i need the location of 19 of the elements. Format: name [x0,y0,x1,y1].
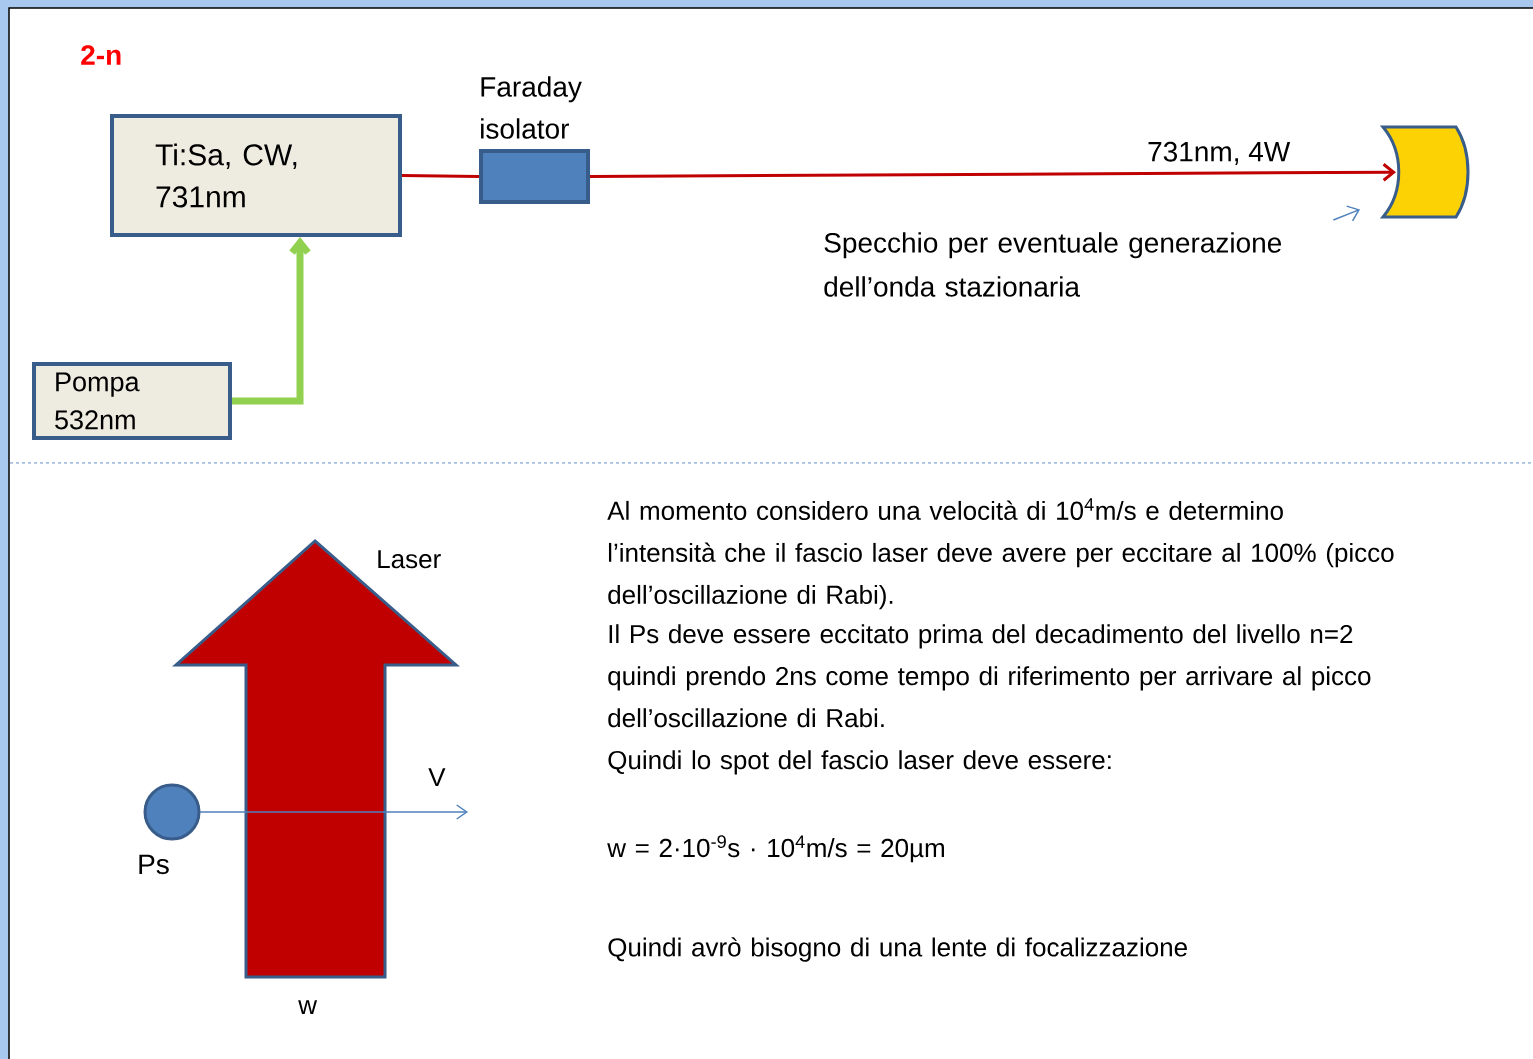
formula-text: w = 2·10$^{-9}$s · 10$^{4}$m/s = 20µm [607,835,944,863]
note-text: Specchio per eventuale generazione dell’onda stazionaria [824,232,1282,297]
laser-box: Ti:Sa, CW, 731nm [110,114,402,237]
paragraph-text: Quindi lo spot del fascio laser deve essere: [608,750,1111,775]
isolator-block: Faraday isolator [479,76,590,204]
paragraph-text: Al momento considero una velocità di 10$^{4}$m/s e determino l’intensità che il fascio laser deve avere per eccitare al 100% (picco dell’oscillazione di Rabi). [607,498,1394,610]
pump-box: Pompa 532nm [32,362,232,440]
title: 2-n [81,45,121,65]
paragraph-text: Quindi avrò bisogno di una lente di focalizzazione [608,937,1187,962]
leader-line [1332,205,1360,222]
node-label: Faraday isolator [481,76,582,139]
edge-label: 731nm, 4W [1148,141,1291,165]
node-label: Ps [139,854,169,875]
axis-label: Laser [378,550,441,569]
paragraph-text: Il Ps deve essere eccitato prima del decadimento del livello n=2 quindi prendo 2ns come tempo di riferimento per arrivare al picco dell’oscillazione di Rabi. [608,624,1371,728]
mirror-shape [1381,125,1470,219]
arrow [590,163,1396,182]
axis-label: w [298,1000,318,1014]
axis-label: V [428,768,446,787]
